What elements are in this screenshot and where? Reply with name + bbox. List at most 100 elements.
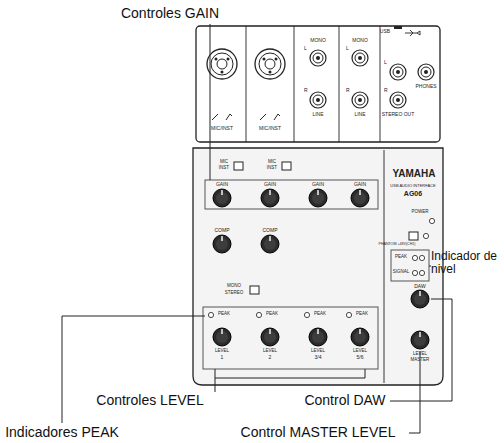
panel-text: MIC/INST bbox=[259, 126, 281, 132]
panel-text: LEVEL bbox=[215, 349, 229, 354]
drawing-part bbox=[213, 235, 231, 253]
drawing-part bbox=[411, 331, 429, 349]
drawing-part bbox=[217, 59, 227, 69]
drawing-part bbox=[261, 328, 279, 346]
drawing-part bbox=[221, 71, 224, 74]
drawing-part bbox=[384, 150, 385, 383]
drawing-part bbox=[255, 49, 285, 79]
drawing-part bbox=[390, 64, 406, 80]
panel-text: PEAK bbox=[395, 255, 407, 260]
drawing-part bbox=[352, 50, 368, 66]
panel-text: COMP bbox=[263, 228, 278, 234]
drawing-part bbox=[309, 189, 327, 207]
panel-text: STEREO bbox=[225, 291, 244, 296]
callout-label: Indicador de nivel bbox=[431, 250, 501, 276]
drawing-part bbox=[304, 312, 309, 317]
panel-text: COMP bbox=[215, 228, 230, 234]
panel-text: MONO bbox=[227, 284, 241, 289]
drawing-part bbox=[211, 53, 233, 75]
drawing-part bbox=[207, 49, 237, 79]
panel-text: MONO bbox=[352, 38, 368, 44]
drawing-part bbox=[409, 232, 418, 240]
drawing-part bbox=[352, 92, 368, 108]
drawing-part bbox=[213, 328, 231, 346]
drawing-part bbox=[207, 49, 237, 79]
panel-text: USB bbox=[380, 29, 390, 35]
panel-text: GAIN bbox=[354, 182, 366, 188]
panel-text: LEVEL bbox=[263, 349, 277, 354]
channel-marker: L bbox=[384, 60, 387, 66]
drawing-part bbox=[405, 30, 420, 36]
panel-text: PEAK bbox=[266, 312, 278, 317]
panel-text: INST bbox=[219, 166, 229, 171]
channel-marker: L bbox=[304, 46, 307, 52]
drawing-part bbox=[212, 114, 232, 120]
drawing-part bbox=[309, 328, 327, 346]
panel-text: PEAK bbox=[356, 312, 368, 317]
panel-text: SIGNAL bbox=[393, 270, 410, 275]
drawing-part bbox=[62, 316, 205, 423]
drawing-part bbox=[339, 26, 340, 142]
drawing-part bbox=[423, 233, 428, 238]
drawing-part bbox=[429, 218, 434, 223]
panel-text: DAW bbox=[414, 284, 425, 290]
panel-text: PEAK bbox=[314, 312, 326, 317]
callout-label: Control MASTER LEVEL bbox=[241, 425, 396, 440]
drawing-part bbox=[62, 24, 452, 433]
drawing-part bbox=[215, 369, 216, 378]
drawing-part bbox=[227, 58, 230, 61]
brand-logo: YAMAHA bbox=[393, 168, 436, 179]
drawing-part bbox=[203, 307, 378, 369]
drawing-part bbox=[234, 162, 243, 170]
drawing-part bbox=[391, 250, 429, 281]
drawing-part bbox=[412, 270, 417, 275]
drawing-part bbox=[411, 290, 429, 308]
panel-text: MONO bbox=[310, 38, 326, 44]
drawing-part bbox=[394, 26, 402, 29]
panel-text: MIC bbox=[220, 160, 228, 165]
panel-text: GAIN bbox=[216, 182, 228, 188]
panel-text: INST bbox=[267, 166, 277, 171]
drawing-part bbox=[261, 189, 279, 207]
drawing-part bbox=[256, 312, 261, 317]
callout-label: Control DAW bbox=[304, 393, 385, 408]
drawing-part bbox=[275, 58, 278, 61]
panel-text: POWER bbox=[411, 210, 428, 215]
panel-text: PHANTOM +48V(CH1) bbox=[379, 243, 416, 247]
drawing-part bbox=[351, 189, 369, 207]
drawing-part bbox=[193, 148, 443, 385]
panel-text: LEVEL bbox=[311, 349, 325, 354]
channel-marker: R bbox=[304, 88, 308, 94]
drawing-part bbox=[412, 255, 417, 260]
drawing-part bbox=[208, 312, 213, 317]
drawing-part bbox=[246, 26, 247, 142]
drawing-part bbox=[419, 255, 424, 260]
drawing-part bbox=[210, 24, 211, 180]
panel-text: LEVEL bbox=[413, 352, 427, 357]
drawing-part bbox=[215, 378, 365, 392]
drawing-part bbox=[419, 270, 424, 275]
channel-marker: R bbox=[384, 88, 388, 94]
callout-label: Controles LEVEL bbox=[96, 393, 203, 408]
panel-text: MIC bbox=[268, 160, 276, 165]
drawing-part bbox=[250, 286, 259, 294]
panel-text: 5/6 bbox=[357, 355, 364, 361]
drawing-part bbox=[213, 189, 231, 207]
drawing-part bbox=[365, 369, 366, 378]
drawing-part bbox=[255, 49, 285, 79]
drawing-part bbox=[390, 299, 452, 401]
drawing-part bbox=[418, 64, 434, 80]
drawing-part bbox=[215, 58, 218, 61]
drawing-part bbox=[351, 328, 369, 346]
panel-text: STEREO OUT bbox=[382, 112, 415, 118]
drawing-part bbox=[346, 312, 351, 317]
panel-text: 2 bbox=[269, 355, 272, 361]
panel-text: LINE bbox=[312, 112, 323, 118]
model-name: AG06 bbox=[404, 190, 422, 198]
panel-text: PHONES bbox=[415, 84, 436, 90]
drawing-part bbox=[259, 53, 281, 75]
panel-text: GAIN bbox=[264, 182, 276, 188]
channel-marker: R bbox=[346, 88, 350, 94]
